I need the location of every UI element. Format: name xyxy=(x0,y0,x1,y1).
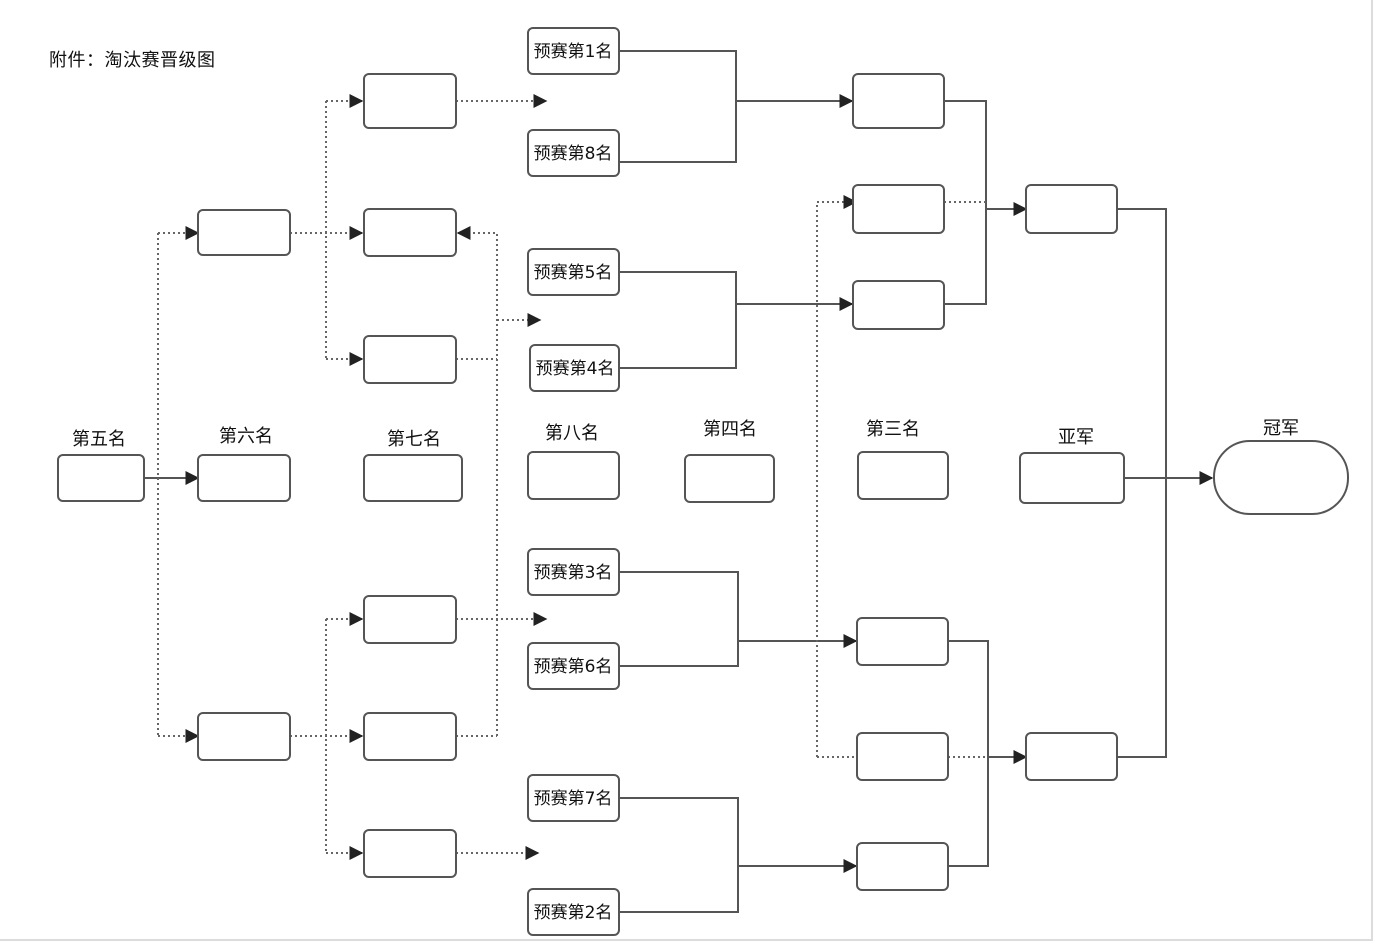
champion-box xyxy=(1213,440,1349,515)
seed-box-8: 预赛第8名 xyxy=(527,129,620,177)
eighth-place-box xyxy=(527,451,620,500)
lower-qf4-winner-box xyxy=(856,842,949,891)
third-place-box xyxy=(857,451,949,500)
seed-label-6: 预赛第6名 xyxy=(534,656,613,677)
fifth-place-box xyxy=(57,454,145,502)
label-champion: 冠军 xyxy=(1263,418,1299,439)
placement-connectors xyxy=(157,94,988,860)
seed-label-7: 预赛第7名 xyxy=(534,788,613,809)
connector-sf-lower xyxy=(948,640,1026,867)
upper-qf1-winner-box xyxy=(852,73,945,129)
bracket-boxes: 预赛第1名 预赛第8名 预赛第5名 预赛第4名 预赛第3名 预赛第6名 xyxy=(57,27,1349,936)
connector-qf3 xyxy=(619,571,856,667)
seventh-place-box xyxy=(363,454,463,502)
seed-label-1: 预赛第1名 xyxy=(534,41,613,62)
label-runner-up: 亚军 xyxy=(1058,427,1094,448)
lower-sf-winner-box xyxy=(1025,732,1118,781)
label-eighth: 第八名 xyxy=(545,423,599,444)
connector-qf2 xyxy=(619,271,852,369)
connector-qf1 xyxy=(619,50,852,163)
placement-upper-bot-box xyxy=(363,335,457,384)
place-labels: 第五名 第六名 第七名 第八名 第四名 第三名 亚军 冠军 xyxy=(72,418,1299,450)
left-upper-box xyxy=(197,209,291,256)
left-lower-box xyxy=(197,712,291,761)
label-third: 第三名 xyxy=(866,419,920,440)
connector-qf4 xyxy=(619,797,856,913)
page-title: 附件：淘汰赛晋级图 xyxy=(49,50,216,71)
label-sixth: 第六名 xyxy=(219,426,273,447)
label-fifth: 第五名 xyxy=(72,429,126,450)
upper-qf2-winner-box xyxy=(852,280,945,330)
placement-lower-mid-box xyxy=(363,712,457,761)
upper-third-box xyxy=(852,184,945,234)
seed-label-8: 预赛第8名 xyxy=(534,143,613,164)
seed-label-4: 预赛第4名 xyxy=(536,358,615,379)
return-upper xyxy=(456,226,498,736)
seed-label-2: 预赛第2名 xyxy=(534,902,613,923)
seed-box-5: 预赛第5名 xyxy=(527,248,620,296)
seed-box-1: 预赛第1名 xyxy=(527,27,620,75)
main-bracket-connectors xyxy=(144,50,1212,913)
lower-qf3-winner-box xyxy=(856,617,949,666)
runner-up-box xyxy=(1019,452,1125,504)
seed-box-3: 预赛第3名 xyxy=(527,548,620,596)
placement-lower-bot-box xyxy=(363,829,457,878)
fourth-place-box xyxy=(684,454,775,503)
label-fourth: 第四名 xyxy=(703,419,757,440)
seed-label-5: 预赛第5名 xyxy=(534,262,613,283)
placement-lower-top-box xyxy=(363,595,457,644)
connector-final xyxy=(1117,208,1212,758)
seed-box-2: 预赛第2名 xyxy=(527,888,620,936)
sixth-place-box xyxy=(197,454,291,502)
lower-third-box xyxy=(856,732,949,781)
upper-sf-winner-box xyxy=(1025,184,1118,234)
third-loop xyxy=(816,195,858,757)
placement-upper-top-box xyxy=(363,73,457,129)
seed-box-4: 预赛第4名 xyxy=(529,344,620,392)
seed-box-7: 预赛第7名 xyxy=(527,774,620,822)
seed-label-3: 预赛第3名 xyxy=(534,562,613,583)
label-seventh: 第七名 xyxy=(387,429,441,450)
placement-upper-mid-box xyxy=(363,208,457,257)
seed-box-6: 预赛第6名 xyxy=(527,642,620,690)
